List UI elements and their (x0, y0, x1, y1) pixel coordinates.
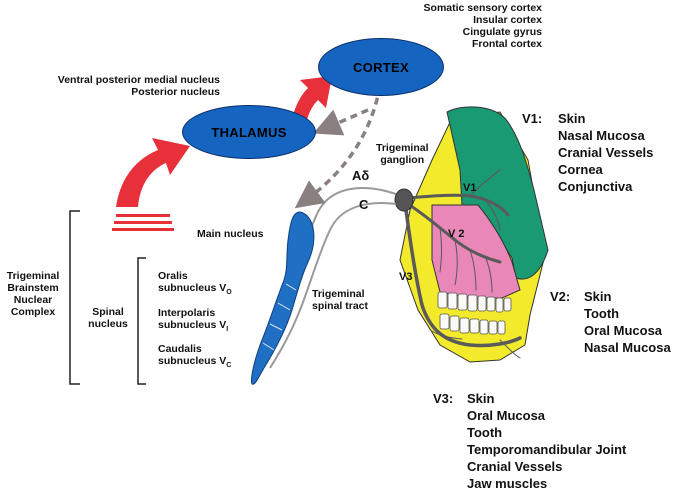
v2-region-label: V 2 (448, 228, 465, 240)
subnucleus-oralis: Oralis subnucleus VO (158, 270, 232, 299)
cortex-area: Somatic sensory cortex (423, 2, 542, 14)
v1-target: Nasal Mucosa (558, 128, 645, 143)
v1-region-label: V1 (463, 182, 477, 194)
v2-target: Skin (584, 289, 612, 304)
subnucleus-index: C (226, 362, 232, 370)
spinal-nucleus-label-line: nucleus (88, 318, 128, 330)
v3-target: Tooth (467, 425, 503, 440)
thalamic-nucleus: Posterior nucleus (131, 86, 220, 98)
cortex-areas-list: Somatic sensory cortex Insular cortex Ci… (424, 2, 542, 50)
ganglion-label-line: Trigeminal (376, 142, 429, 154)
spinal-nucleus-label: Spinal nucleus (82, 306, 134, 330)
v3-target: Oral Mucosa (467, 408, 546, 423)
brainstem-complex-label: Trigeminal Brainstem Nuclear Complex (0, 270, 66, 318)
subnucleus-interpolaris: Interpolaris subnucleus VI (158, 307, 228, 336)
complex-label-line: Brainstem (7, 282, 59, 294)
main-nucleus-label: Main nucleus (197, 228, 264, 240)
thalamic-nuclei-list: Ventral posterior medial nucleus Posteri… (58, 74, 220, 98)
subnucleus-index: O (226, 289, 232, 297)
v1-heading: V1: (522, 111, 543, 126)
trigeminal-nucleus-column (251, 211, 315, 385)
complex-label-line: Nuclear (13, 294, 53, 306)
cortex-to-nucleus-dashed-arrow (294, 85, 382, 209)
thalamic-nucleus: Ventral posterior medial nucleus (57, 74, 220, 86)
v2-heading: V2: (550, 289, 571, 304)
subnucleus-name: Oralis (158, 270, 188, 282)
subnucleus-type: subnucleus V (158, 282, 227, 294)
subnucleus-index: I (226, 326, 229, 334)
v3-heading: V3: (433, 391, 454, 406)
v3-target: Skin (467, 391, 495, 406)
v1-target: Cranial Vessels (558, 145, 654, 160)
v2-target: Tooth (584, 306, 620, 321)
v2-target: Nasal Mucosa (584, 340, 671, 355)
spinal-tract-label: Trigeminal spinal tract (312, 288, 368, 312)
trigeminal-ganglion (394, 188, 414, 212)
v3-targets-list: Skin Oral Mucosa Tooth Temporomandibular… (467, 390, 626, 492)
subnucleus-type: subnucleus V (158, 319, 227, 331)
subnucleus-type: subnucleus V (158, 355, 227, 367)
v3-region-label: V3 (399, 271, 413, 283)
trigeminal-nerve-branches (404, 169, 522, 359)
thalamus-node-label: THALAMUS (211, 124, 287, 140)
v2-target: Oral Mucosa (584, 323, 663, 338)
spinal-nucleus-bracket (137, 257, 146, 385)
subnucleus-name: Caudalis (158, 343, 202, 355)
a-delta-fiber-label: Aδ (352, 168, 370, 183)
complex-label-line: Complex (10, 306, 56, 318)
v1-targets-list: Skin Nasal Mucosa Cranial Vessels Cornea… (558, 110, 653, 195)
v1-target: Conjunctiva (558, 179, 633, 194)
ganglion-label: Trigeminal ganglion (376, 142, 429, 166)
v3-target: Cranial Vessels (467, 459, 563, 474)
cortex-area: Insular cortex (473, 14, 542, 26)
cortex-area: Frontal cortex (471, 38, 542, 50)
v3-target: Temporomandibular Joint (467, 442, 627, 457)
subnucleus-caudalis: Caudalis subnucleus VC (158, 343, 231, 372)
spinal-nucleus-label-line: Spinal (92, 306, 124, 318)
v1-target: Skin (558, 111, 586, 126)
cortex-area: Cingulate gyrus (462, 26, 542, 38)
thalamus-node: THALAMUS (182, 105, 316, 159)
afferent-fibers (261, 187, 397, 369)
ascending-pathway-arrows (112, 76, 332, 231)
v3-target: Jaw muscles (467, 476, 548, 491)
cortex-to-thalamus-dashed-arrow (313, 108, 369, 136)
cortex-node: CORTEX (318, 38, 444, 96)
v2-targets-list: Skin Tooth Oral Mucosa Nasal Mucosa (584, 288, 671, 356)
spinal-tract-label-line: Trigeminal (312, 288, 365, 300)
spinal-tract-label-line: spinal tract (312, 300, 369, 312)
nucleus-fiber-branches (262, 283, 297, 351)
complex-label-line: Trigeminal (6, 270, 60, 282)
v1-target: Cornea (558, 162, 603, 177)
cortex-node-label: CORTEX (353, 59, 409, 75)
ganglion-label-line: ganglion (380, 154, 425, 166)
c-fiber-label: C (359, 197, 369, 212)
teeth (437, 291, 512, 335)
complex-bracket (69, 210, 80, 385)
subnucleus-name: Interpolaris (158, 307, 216, 319)
